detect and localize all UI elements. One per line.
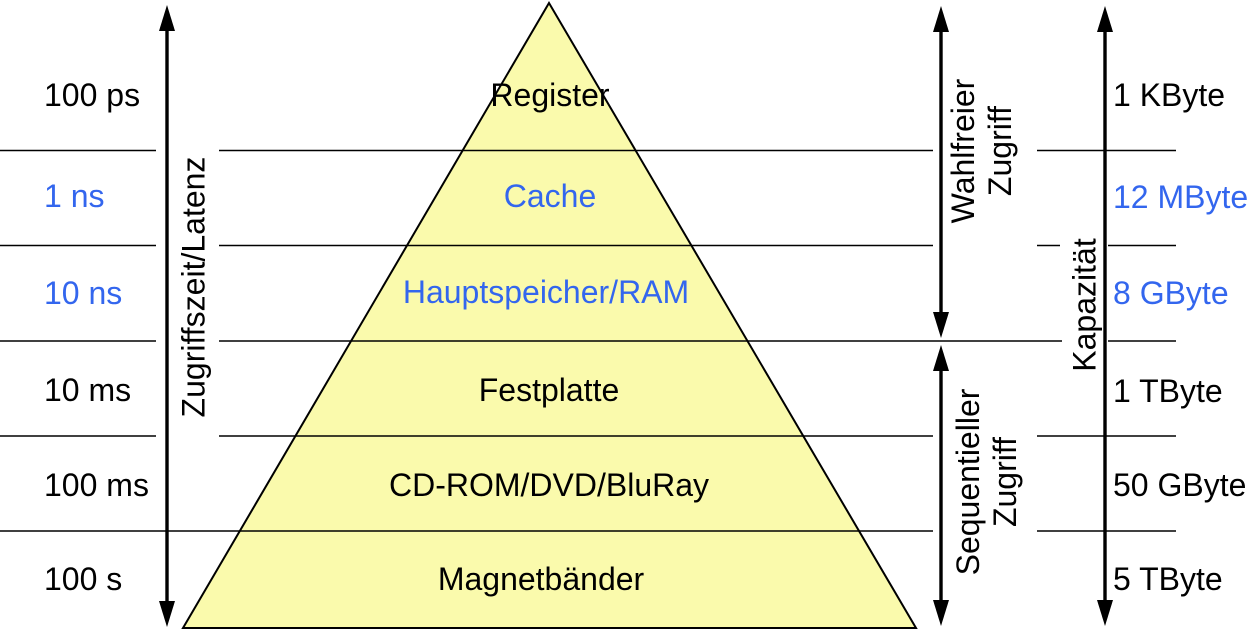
level-name-register: Register [490,77,610,114]
capacity-arrow [1097,6,1113,626]
sequential-access-label-line2: Zugriff [987,436,1023,528]
capacity-value-festplatte: 1 TByte [1113,373,1223,410]
latency-value-festplatte: 10 ms [44,372,132,409]
random-access-label: Wahlfreier Zugriff [945,79,1019,224]
capacity-value-magnetband: 5 TByte [1113,561,1223,598]
sequential-access-label: Sequentieller Zugriff [950,389,1024,576]
capacity-axis-label: Kapazität [1066,238,1103,372]
level-name-ram: Hauptspeicher/RAM [402,274,690,311]
latency-value-cdrom: 100 ms [44,467,149,504]
level-name-cdrom: CD-ROM/DVD/BluRay [388,467,710,504]
random-access-label-line2: Zugriff [982,105,1018,197]
latency-value-ram: 10 ns [44,275,123,312]
capacity-value-cache: 12 MByte [1113,179,1249,216]
random-access-label-line1: Wahlfreier [945,78,981,224]
random-access-arrow [933,6,949,338]
latency-arrow [159,5,175,627]
sequential-access-label-line1: Sequentieller [950,388,986,576]
latency-value-register: 100 ps [44,77,141,114]
capacity-value-cdrom: 50 GByte [1113,467,1247,504]
latency-axis-label: Zugriffszeit/Latenz [175,156,212,418]
level-name-magnetband: Magnetbänder [437,561,645,598]
separator-lines [0,149,1176,532]
latency-value-cache: 1 ns [44,178,105,215]
memory-pyramid [181,1,918,629]
capacity-value-ram: 8 GByte [1113,275,1229,312]
sequential-access-arrow [933,345,949,626]
latency-value-magnetband: 100 s [44,561,123,598]
level-name-cache: Cache [503,178,597,215]
level-name-festplatte: Festplatte [478,372,620,409]
capacity-value-register: 1 KByte [1113,77,1226,114]
